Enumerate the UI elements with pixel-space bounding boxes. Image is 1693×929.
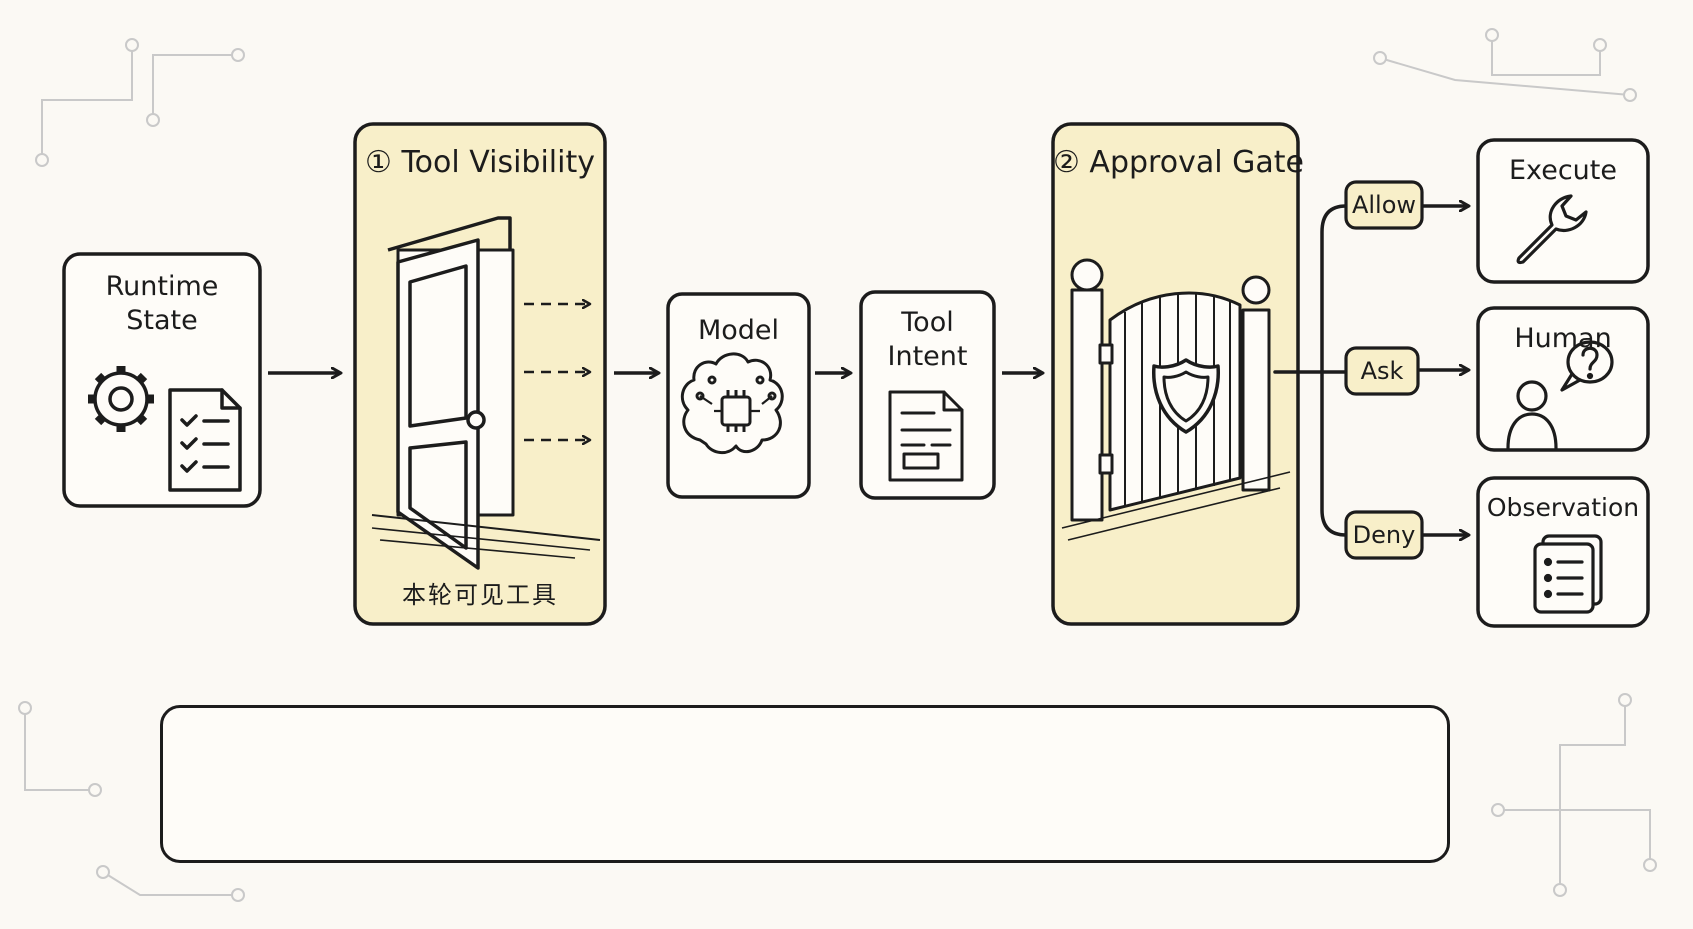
circuit-decoration (18, 28, 1657, 902)
approval-gate-title: ② Approval Gate (1053, 145, 1304, 180)
tool-visibility-title: ① Tool Visibility (365, 145, 595, 180)
model-label: Model (697, 315, 780, 346)
deny-pill (1344, 510, 1424, 560)
visibility-dashed-arrows (524, 304, 590, 440)
runtime-state-line1: Runtime (105, 271, 219, 302)
open-door-icon (371, 216, 601, 570)
tool-intent-line1: Tool (901, 307, 954, 338)
document-icon (888, 390, 964, 482)
allow-pill (1344, 180, 1424, 230)
decision-pills (1344, 180, 1424, 560)
wrench-icon (1516, 194, 1588, 265)
tool-intent-label: Tool Intent (861, 306, 994, 374)
allow-label: Allow (1351, 191, 1417, 219)
brain-chip-icon (680, 352, 784, 454)
observation-label: Observation (1486, 493, 1640, 522)
approval-gate-panel (1051, 122, 1300, 626)
runtime-state-line2: State (126, 304, 198, 336)
observation-node (1476, 476, 1650, 628)
runtime-state-label: Runtime State (64, 270, 260, 338)
empty-text-panel (160, 705, 1450, 863)
tool-visibility-panel (353, 122, 607, 626)
execute-node (1476, 138, 1650, 284)
ask-pill (1344, 346, 1420, 396)
human-label: Human (1514, 323, 1612, 354)
checklist-icon (168, 388, 242, 492)
person-question-icon (1506, 340, 1614, 450)
shield-gate-icon (1061, 258, 1291, 541)
ask-label: Ask (1360, 357, 1404, 385)
gear-icon (88, 366, 154, 432)
runtime-state-node (62, 252, 262, 508)
human-node (1476, 306, 1650, 452)
tool-intent-line2: Intent (887, 340, 968, 372)
execute-label: Execute (1509, 155, 1617, 186)
tool-intent-node (859, 290, 996, 500)
deny-label: Deny (1352, 521, 1416, 549)
list-document-icon (1533, 534, 1603, 614)
tool-visibility-caption: 本轮可见工具 (402, 581, 558, 609)
model-node (666, 292, 811, 499)
